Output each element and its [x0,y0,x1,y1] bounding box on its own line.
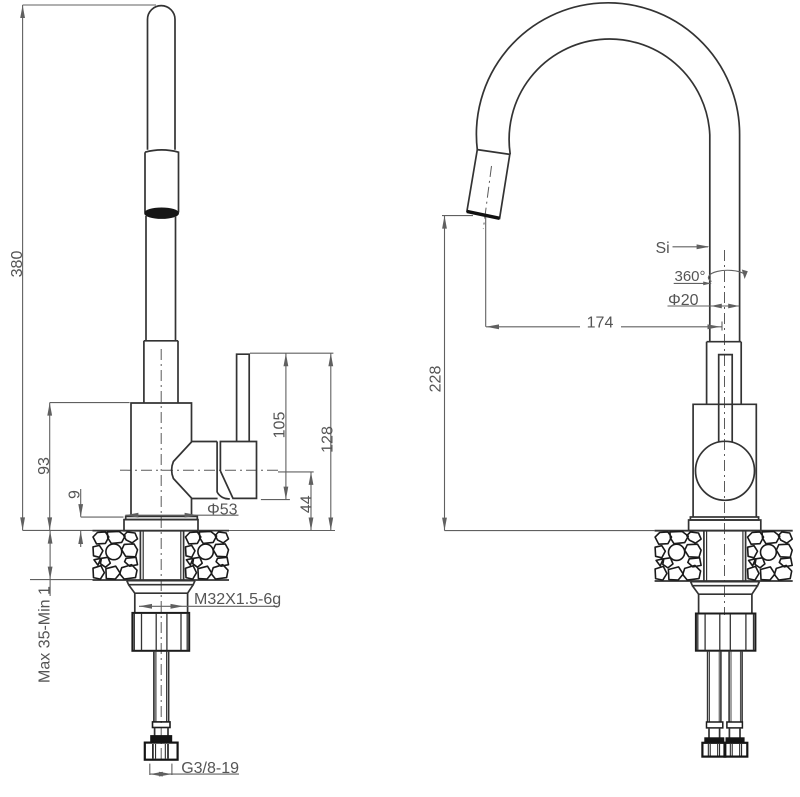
svg-text:Max 35-Min 1: Max 35-Min 1 [37,586,54,683]
svg-text:G3/8-19: G3/8-19 [181,760,239,777]
svg-text:93: 93 [36,457,53,475]
svg-text:228: 228 [428,366,445,393]
svg-text:360°: 360° [675,268,706,285]
svg-text:380: 380 [9,251,26,278]
svg-text:M32X1.5-6g: M32X1.5-6g [194,591,281,608]
svg-text:105: 105 [271,412,288,439]
svg-text:9: 9 [67,490,84,499]
svg-text:Si: Si [656,240,670,257]
svg-text:44: 44 [299,495,316,513]
svg-text:Φ20: Φ20 [668,292,699,309]
svg-text:Φ53: Φ53 [207,502,238,519]
svg-text:174: 174 [587,315,614,332]
svg-text:128: 128 [320,426,337,453]
